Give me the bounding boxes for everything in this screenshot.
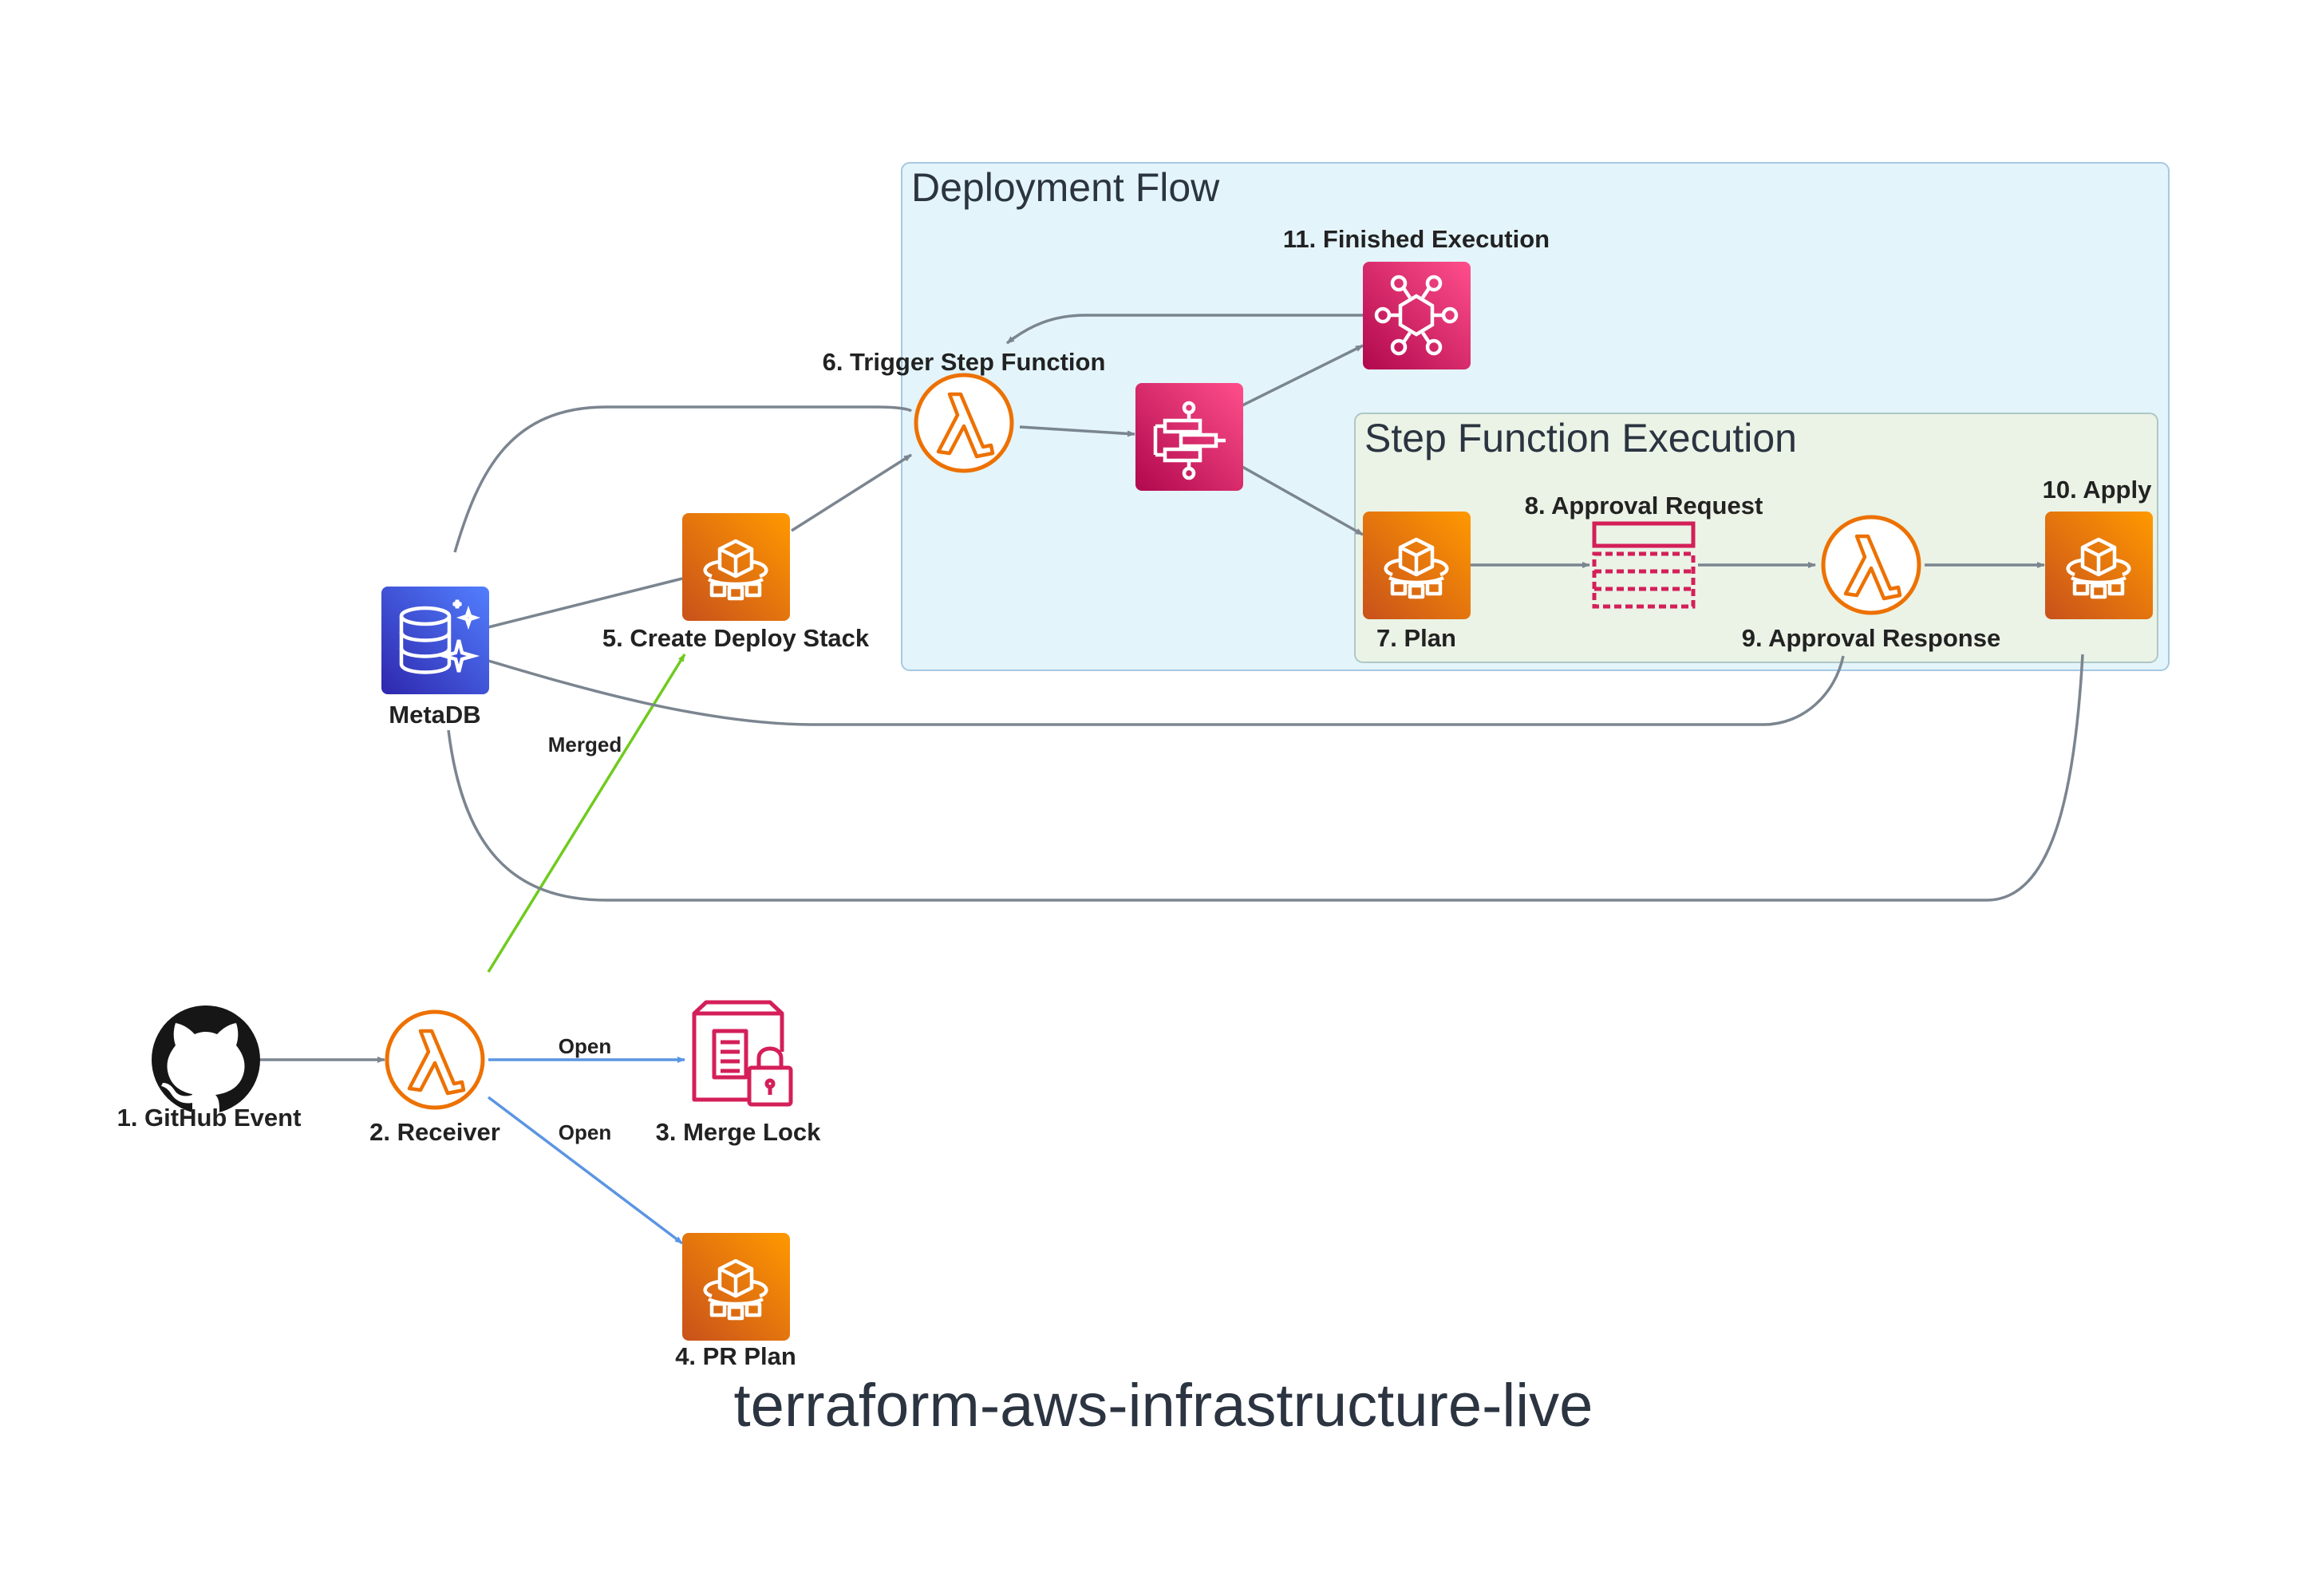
lambda-icon: [914, 373, 1014, 473]
pr-plan-label: 4. PR Plan: [675, 1342, 796, 1370]
fargate-task-icon: [1363, 512, 1471, 619]
lambda-icon: [1821, 515, 1921, 615]
fargate-task-icon: [682, 1233, 790, 1341]
edge-step-function-plan: [1242, 465, 1364, 536]
edge-label-open-pr-plan: Open: [558, 1120, 612, 1144]
metadb-label: MetaDB: [389, 701, 481, 729]
approval-response-label: 9. Approval Response: [1741, 624, 2001, 652]
edge-metadb-apply: [447, 654, 2084, 902]
trigger-step-function-label: 6. Trigger Step Function: [822, 348, 1106, 376]
approval-request-label: 8. Approval Request: [1524, 492, 1763, 519]
step-function-execution-title: Step Function Execution: [1364, 416, 1797, 460]
create-deploy-stack-label: 5. Create Deploy Stack: [602, 624, 870, 652]
edge-metadb-create-deploy-stack: [488, 577, 683, 629]
apply-label: 10. Apply: [2042, 476, 2152, 504]
finished-execution-label: 11. Finished Execution: [1282, 225, 1550, 253]
merge-lock-label: 3. Merge Lock: [655, 1118, 821, 1146]
edge-receiver-create-deploy-stack: [487, 654, 686, 973]
eventbridge-icon: [1363, 262, 1471, 369]
step-function-execution-cluster: [1354, 413, 2158, 663]
edge-metadb-approval-response: [488, 655, 1845, 726]
github-event-label: 1. GitHub Event: [116, 1104, 302, 1132]
graph-title: terraform-aws-infrastructure-live: [733, 1372, 1593, 1440]
edge-step-function-finished: [1242, 344, 1364, 407]
github-icon: [152, 1005, 260, 1114]
edge-finished-trigger: [1005, 314, 1363, 345]
edge-label-merged: Merged: [547, 733, 622, 757]
edge-label-open-merge-lock: Open: [558, 1034, 612, 1058]
step-functions-icon: [1135, 383, 1243, 491]
sqs-queue-icon: [1592, 521, 1696, 609]
fargate-task-icon: [682, 513, 790, 621]
locked-storage-icon: [692, 1000, 793, 1107]
plan-label: 7. Plan: [1376, 624, 1456, 652]
lambda-icon: [385, 1009, 485, 1110]
receiver-label: 2. Receiver: [369, 1118, 500, 1146]
edge-receiver-pr-plan: [487, 1096, 684, 1245]
edge-metadb-trigger: [453, 405, 913, 553]
database-icon: [381, 587, 489, 694]
edge-create-deploy-stack-trigger: [791, 453, 912, 532]
edge-trigger-step-function: [1019, 425, 1135, 437]
deployment-flow-title: Deployment Flow: [911, 165, 1220, 210]
fargate-task-icon: [2045, 512, 2153, 619]
